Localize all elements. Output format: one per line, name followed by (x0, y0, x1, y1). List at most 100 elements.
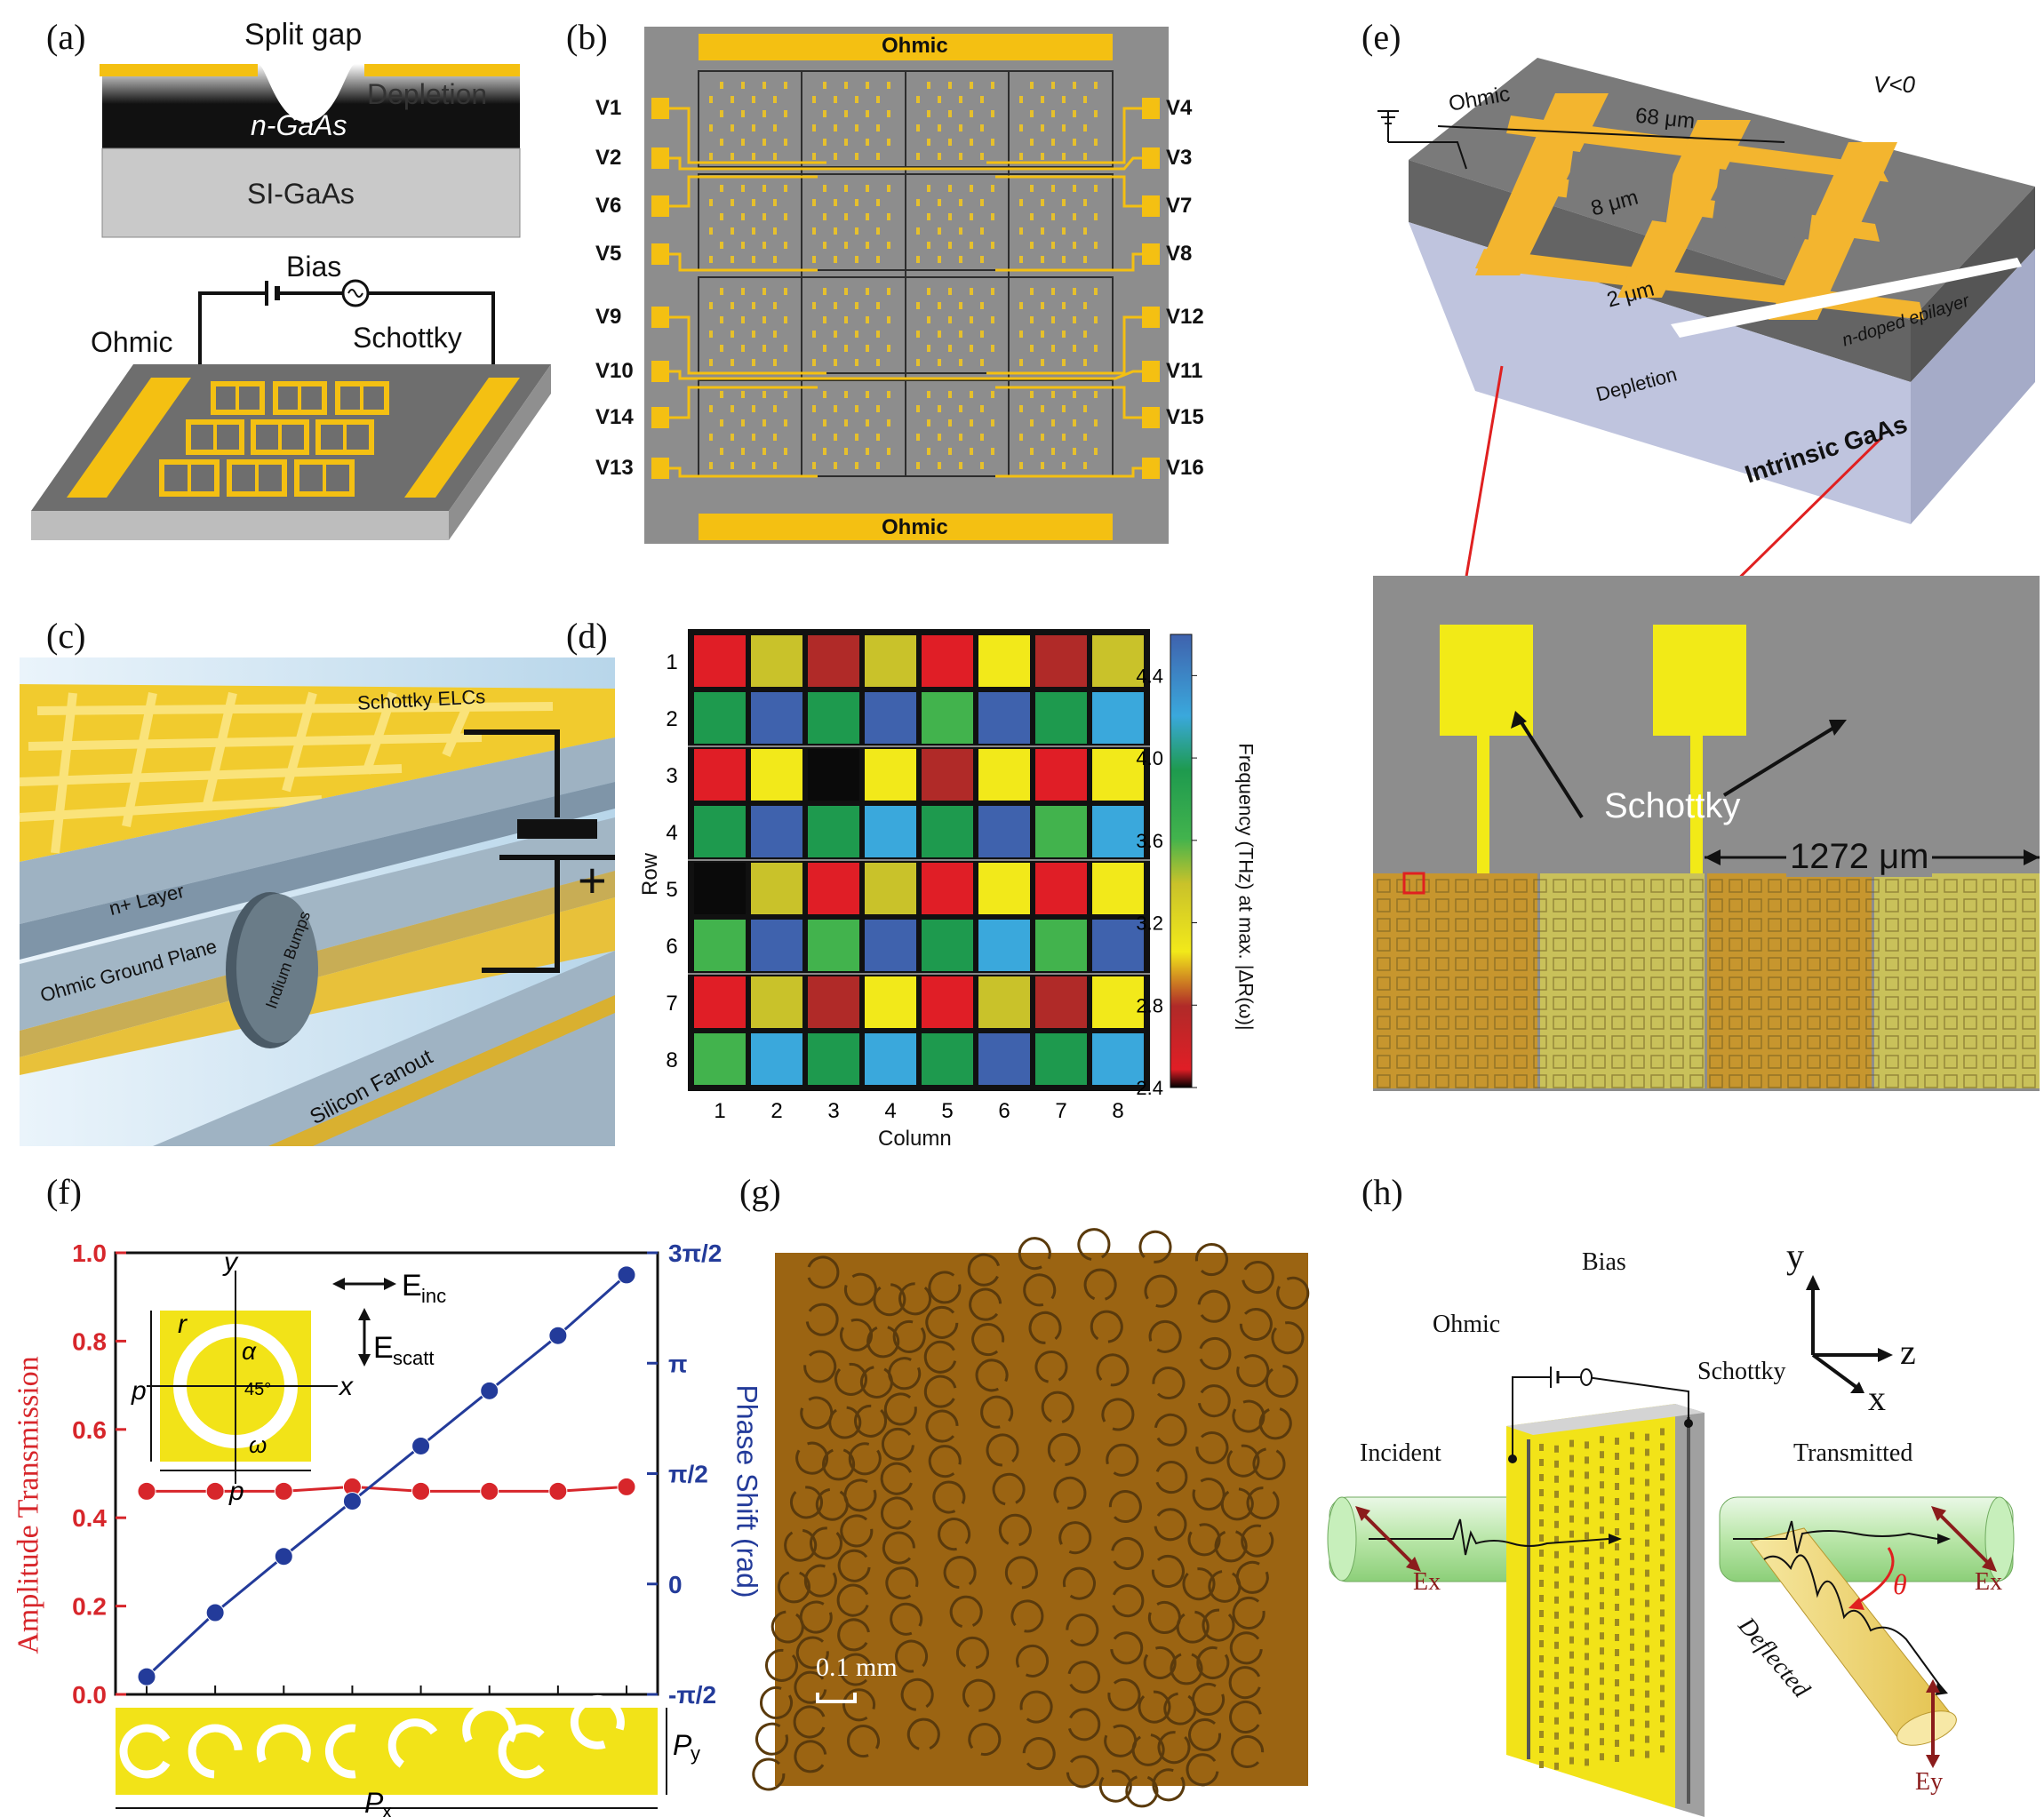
heatmap-cell (922, 863, 973, 914)
micrograph-resonator (805, 1303, 839, 1336)
heatmap-cell (865, 806, 916, 857)
unit-cell-pattern (1826, 976, 1840, 991)
metasurface-unit (1630, 1537, 1634, 1545)
chip-pad-dot (855, 462, 858, 469)
metasurface-unit (1645, 1569, 1649, 1577)
chip-pad-dot (812, 96, 816, 103)
chip-pad-dot (991, 316, 994, 323)
unit-cell-pattern (1748, 898, 1762, 912)
chip-pad-dot (1073, 185, 1076, 192)
chip-pad-dot (823, 288, 826, 295)
micrograph-resonator (1066, 1755, 1099, 1789)
chip-pad-dot (812, 227, 816, 235)
micrograph-resonator (1067, 1661, 1101, 1694)
heatmap-cell (1092, 863, 1144, 914)
unit-cell-pattern (1748, 996, 1762, 1010)
unit-cell-pattern (1846, 898, 1860, 912)
unit-cell-pattern (1553, 996, 1567, 1010)
chip-pad-dot (866, 288, 869, 295)
chip-pad-dot (784, 391, 787, 398)
chip-pad-dot (1030, 448, 1034, 455)
heatmap-col-tick: 6 (998, 1099, 1010, 1123)
metasurface-unit (1645, 1448, 1649, 1456)
unit-cell-pattern (1611, 1055, 1625, 1069)
heatmap-cell (1092, 692, 1144, 744)
heatmap-cell (865, 749, 916, 801)
split-ring-resonator (256, 1724, 311, 1763)
chip-pad-dot (812, 124, 816, 131)
unit-cell-pattern (1435, 879, 1449, 893)
unit-cell-pattern (1729, 918, 1743, 932)
metasurface-unit (1569, 1530, 1574, 1538)
metasurface-unit (1645, 1539, 1649, 1547)
chip-pad-dot (938, 227, 941, 235)
heatmap-cell (694, 1033, 746, 1085)
scale-bar (816, 1693, 857, 1703)
micrograph-resonator (1104, 1724, 1138, 1757)
chip-pad-dot (812, 405, 816, 412)
unit-cell-pattern (1768, 976, 1782, 991)
chip-pad-dot (1041, 124, 1044, 131)
chip-pad-dot (866, 185, 869, 192)
unit-cell-pattern (1904, 1016, 1919, 1030)
unit-cell-pattern (1650, 937, 1665, 952)
heatmap-cell (865, 863, 916, 914)
chip-pad-dot (980, 153, 984, 160)
inset-p-label-bottom: p (228, 1477, 244, 1506)
micrograph-resonator (968, 1723, 1002, 1757)
unit-cell-pattern (1513, 996, 1528, 1010)
chip-pad-dot (709, 359, 713, 366)
chip-pad-dot (752, 124, 755, 131)
chip-pad-dot (887, 345, 890, 352)
chip-pad-dot (855, 199, 858, 206)
unit-cell-pattern (1553, 1035, 1567, 1049)
micrograph-resonator (1192, 1478, 1226, 1511)
unit-cell-pattern (1963, 1035, 1977, 1049)
supercell-strip (116, 1708, 658, 1795)
chip-pad-dot (1019, 153, 1023, 160)
chip-pad-dot (741, 288, 745, 295)
metasurface-unit (1539, 1761, 1544, 1768)
heatmap-cell (865, 1033, 916, 1085)
chip-pad-dot (1019, 331, 1023, 338)
metasurface-unit (1600, 1557, 1604, 1565)
chip-pad-dot (1062, 302, 1066, 309)
chip-pad-dot (927, 82, 930, 89)
chip-pad-dot (1030, 213, 1034, 220)
metasurface-unit (1645, 1735, 1649, 1743)
unit-cell-pattern (1689, 1074, 1704, 1088)
unit-cell-pattern (1455, 879, 1469, 893)
chip-pad-dot (1083, 405, 1087, 412)
chip-pad-dot (1073, 391, 1076, 398)
chip-pad-dot (959, 302, 962, 309)
micrograph-resonator (1154, 1413, 1187, 1446)
chip-pad-dot (1030, 391, 1034, 398)
unit-cell-pattern (1846, 1074, 1860, 1088)
unit-cell-pattern (1611, 996, 1625, 1010)
metasurface-unit (1569, 1681, 1574, 1689)
micrograph-resonator (1067, 1708, 1101, 1741)
chip-pad-dot (887, 82, 890, 89)
chip-pad-dot (970, 288, 973, 295)
micrograph-resonator (1098, 1769, 1132, 1803)
voltage-label-left: V1 (595, 96, 622, 120)
unit-cell-pattern (1865, 898, 1880, 912)
micrograph-resonator (1023, 1273, 1057, 1307)
metasurface-unit (1615, 1483, 1619, 1490)
unit-cell-pattern (1611, 898, 1625, 912)
chip-pad-dot (970, 448, 973, 455)
unit-cell-pattern (1416, 1035, 1430, 1049)
metasurface-unit (1660, 1609, 1665, 1617)
metasurface-unit (1645, 1614, 1649, 1622)
unit-cell-pattern (1826, 957, 1840, 971)
heatmap-cell (751, 635, 802, 687)
micrograph-resonator (1148, 1319, 1182, 1353)
series-point (480, 1381, 499, 1400)
chip-pad-dot (876, 227, 880, 235)
micrograph-resonator (975, 1359, 1009, 1392)
chip-pad-dot (1062, 434, 1066, 441)
e-inc-label: E (402, 1269, 422, 1303)
chip-pad-dot (752, 256, 755, 263)
chip-pad-dot (959, 227, 962, 235)
